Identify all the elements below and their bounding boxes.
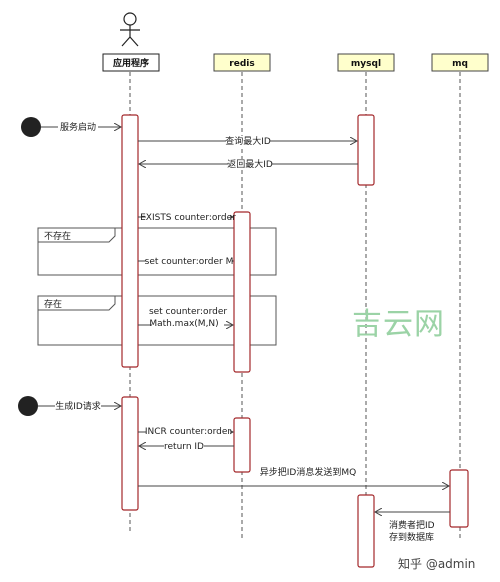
activation-mysql-1 [357, 114, 375, 186]
participant-mq-label: mq [452, 59, 468, 69]
message-incr-label: INCR counter:order [145, 427, 232, 437]
activation-redis-1 [233, 211, 251, 373]
message-query-max-label: 查询最大ID [225, 135, 271, 147]
participant-mq: mq [431, 53, 489, 72]
start-dot-icon [21, 117, 41, 137]
fragment-exists-label: 存在 [44, 298, 62, 310]
message-consumer-label-line2: 存到数据库 [389, 531, 434, 543]
trigger-start-label: 服务启动 [60, 121, 96, 133]
participant-app-label: 应用程序 [113, 57, 149, 69]
participant-app: 应用程序 [102, 53, 160, 72]
message-set-m-label: set counter:order M [145, 257, 234, 267]
trigger-gen: 生成ID请求 [18, 396, 121, 416]
trigger-gen-label: 生成ID请求 [55, 400, 101, 412]
message-set-max-label-line1: set counter:order [149, 307, 227, 317]
brand-credit: 知乎 @admin [398, 557, 475, 571]
start-dot-icon [18, 396, 38, 416]
activation-mysql-2 [357, 494, 375, 568]
trigger-start: 服务启动 [21, 117, 121, 137]
participant-redis: redis [213, 53, 271, 72]
message-return-max-label: 返回最大ID [227, 158, 273, 170]
activation-app-2 [121, 396, 139, 511]
message-set-max-label-line2: Math.max(M,N) [149, 319, 218, 329]
participant-redis-label: redis [229, 59, 254, 69]
actor-icon [120, 12, 140, 47]
watermark: 吉云网 [352, 307, 445, 342]
message-exists-label: EXISTS counter:order [140, 213, 236, 223]
participant-mysql-label: mysql [351, 59, 381, 69]
activation-mq [449, 469, 469, 528]
message-async-send-label: 异步把ID消息发送到MQ [260, 466, 356, 478]
message-consumer-label-line1: 消费者把ID [389, 519, 435, 531]
activation-app-1 [121, 114, 139, 368]
message-return-id-label: return ID [164, 442, 204, 452]
fragment-not-exists-label: 不存在 [44, 230, 71, 242]
participant-mysql: mysql [337, 53, 395, 72]
activation-redis-2 [233, 417, 251, 473]
